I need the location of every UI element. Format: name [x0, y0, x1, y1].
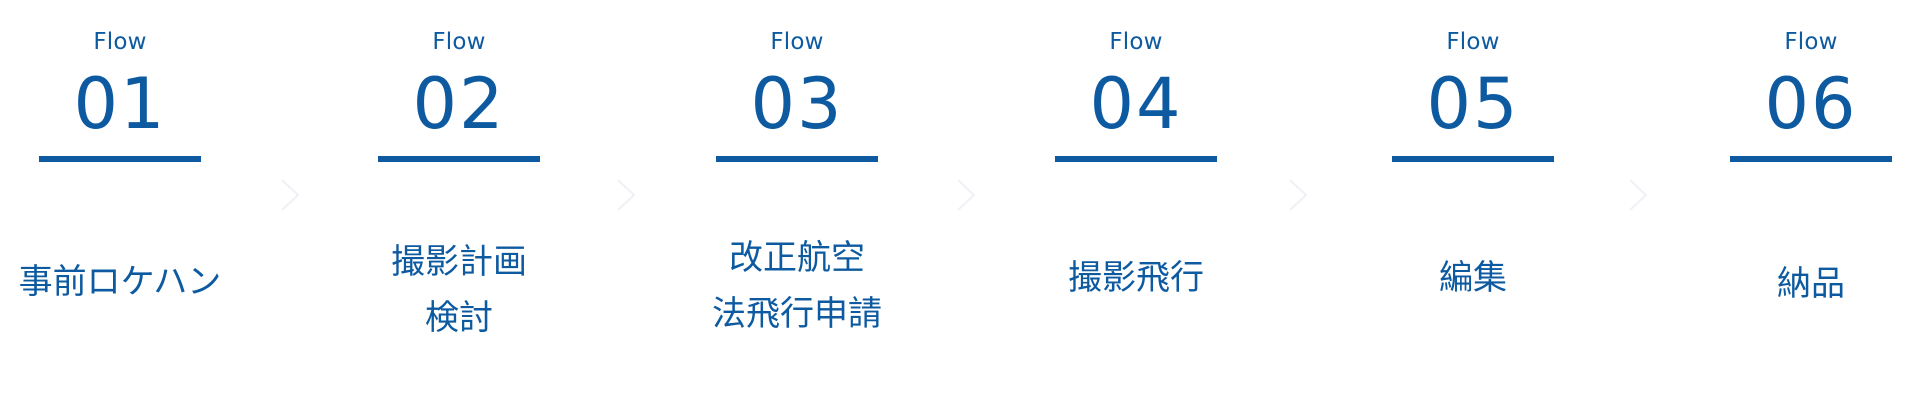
chevron-right-icon — [1288, 178, 1308, 212]
step-title: 撮影計画 検討 — [339, 234, 579, 346]
step-number: 03 — [750, 63, 844, 145]
step-title-line: 納品 — [1777, 264, 1845, 304]
flow-label: Flow — [1784, 29, 1838, 55]
step-title-line: 改正航空 — [729, 238, 865, 278]
step-underline — [378, 156, 540, 162]
step-underline — [1392, 156, 1554, 162]
flow-step-06: Flow 06 納品 — [1711, 0, 1911, 400]
step-number: 05 — [1426, 63, 1520, 145]
step-title-line: 法飛行申請 — [712, 294, 882, 334]
flow-label: Flow — [1446, 29, 1500, 55]
step-number: 04 — [1089, 63, 1183, 145]
step-title: 改正航空 法飛行申請 — [677, 230, 917, 342]
flow-label: Flow — [1109, 29, 1163, 55]
step-title: 納品 — [1691, 256, 1920, 312]
flow-step-03: Flow 03 改正航空 法飛行申請 — [697, 0, 897, 400]
step-underline — [1055, 156, 1217, 162]
flow-label: Flow — [93, 29, 147, 55]
step-title-line: 編集 — [1439, 258, 1507, 298]
step-number: 01 — [73, 63, 167, 145]
flow-step-02: Flow 02 撮影計画 検討 — [359, 0, 559, 400]
step-title-line: 検討 — [425, 298, 493, 338]
step-title-line: 事前ロケハン — [18, 262, 222, 302]
step-number: 06 — [1764, 63, 1858, 145]
flow-step-04: Flow 04 撮影飛行 — [1036, 0, 1236, 400]
flow-label: Flow — [770, 29, 824, 55]
step-underline — [39, 156, 201, 162]
step-title: 撮影飛行 — [1016, 250, 1256, 306]
flow-label: Flow — [432, 29, 486, 55]
step-underline — [1730, 156, 1892, 162]
flow-step-05: Flow 05 編集 — [1373, 0, 1573, 400]
step-underline — [716, 156, 878, 162]
chevron-right-icon — [1628, 178, 1648, 212]
step-title-line: 撮影計画 — [391, 242, 527, 282]
chevron-right-icon — [956, 178, 976, 212]
chevron-right-icon — [280, 178, 300, 212]
step-title: 事前ロケハン — [0, 254, 240, 310]
step-number: 02 — [412, 63, 506, 145]
step-title-line: 撮影飛行 — [1068, 258, 1204, 298]
step-title: 編集 — [1353, 250, 1593, 306]
chevron-right-icon — [616, 178, 636, 212]
flow-step-01: Flow 01 事前ロケハン — [19, 0, 222, 400]
